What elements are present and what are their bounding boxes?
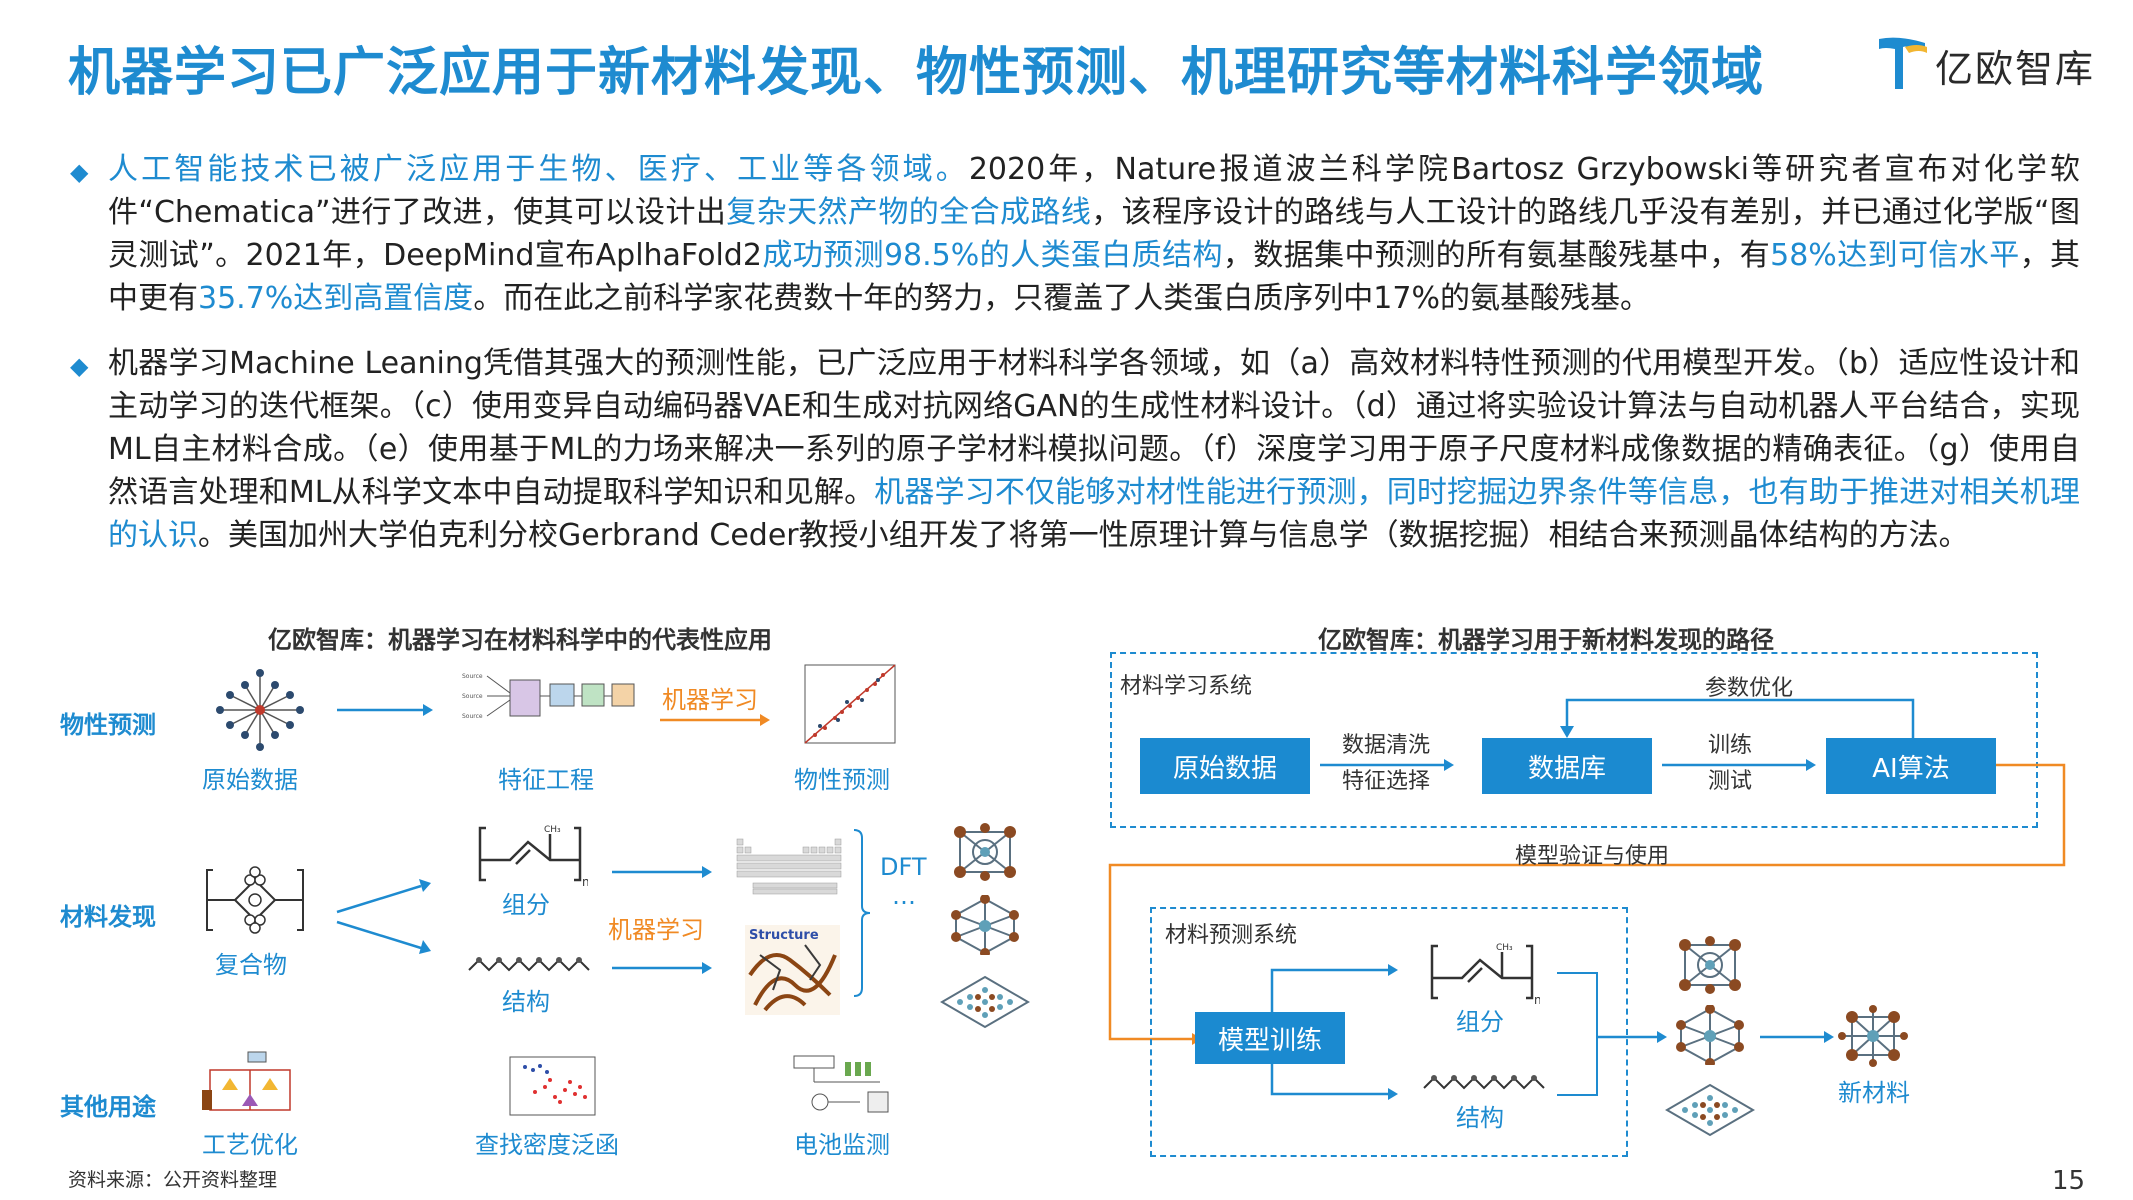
page-title: 机器学习已广泛应用于新材料发现、物性预测、机理研究等材料科学领域 <box>68 43 1765 103</box>
battery-monitor-icon <box>793 1055 889 1113</box>
prediction-system-label: 材料预测系统 <box>1165 923 1298 948</box>
right-caption-composition: 组分 <box>1456 1008 1504 1036</box>
param-opt-label: 参数优化 <box>1705 676 1794 701</box>
periodic-table-icon <box>736 838 842 895</box>
paragraph-1: 人工智能技术已被广泛应用于生物、医疗、工业等各领域。2020年，Nature报道… <box>108 152 2081 316</box>
split-arrows-icon <box>336 879 431 954</box>
crystal-2-icon <box>951 895 1019 955</box>
raw-data-graph-icon <box>216 669 304 751</box>
model-training-box: 模型训练 <box>1195 1012 1345 1064</box>
structure-chain-icon <box>1423 1075 1545 1090</box>
svg-text:CH₃: CH₃ <box>1496 943 1513 953</box>
dft-label: DFT <box>880 853 927 881</box>
caption-complex: 复合物 <box>215 951 287 979</box>
paragraph-2: 机器学习Machine Leaning凭借其强大的预测性能，已广泛应用于材料科学… <box>108 346 2080 553</box>
row-label-discovery: 材料发现 <box>60 903 156 931</box>
arrow-right-icon <box>1662 759 1816 771</box>
process-optimization-icon <box>202 1051 291 1111</box>
bullet-diamond-icon: ◆ <box>70 158 89 186</box>
svg-text:Source: Source <box>462 673 483 680</box>
svg-text:CH₃: CH₃ <box>544 825 561 835</box>
page-number: 15 <box>2052 1166 2086 1196</box>
clean-label: 数据清洗 <box>1342 733 1431 758</box>
arrow-right-icon <box>1760 1031 1834 1043</box>
ml-label-row2: 机器学习 <box>608 916 704 944</box>
model-validation-label: 模型验证与使用 <box>1515 844 1670 869</box>
crystal-2-icon <box>1676 1005 1744 1065</box>
density-functional-plot-icon <box>509 1056 596 1116</box>
caption-property-prediction: 物性预测 <box>794 766 890 794</box>
row-label-property: 物性预测 <box>60 711 156 739</box>
learning-system-label: 材料学习系统 <box>1120 674 1253 699</box>
yiou-logo-icon <box>1879 37 1927 89</box>
crystal-3-icon <box>940 975 1030 1029</box>
prediction-system-box <box>1150 907 1628 1157</box>
bracket-icon <box>853 829 871 997</box>
orange-arrow-icon <box>660 714 770 726</box>
caption-process: 工艺优化 <box>202 1131 298 1159</box>
caption-structure: 结构 <box>502 988 550 1016</box>
database-box: 数据库 <box>1482 738 1652 794</box>
property-prediction-scatter-icon <box>804 664 896 744</box>
svg-text:Source: Source <box>462 693 483 700</box>
composition-molecule-icon: CH₃ n <box>1430 943 1540 1007</box>
svg-text:Structure: Structure <box>749 928 819 943</box>
learning-system-box <box>1110 652 2038 828</box>
brand-name: 亿欧智库 <box>1935 47 2096 91</box>
arrow-right-icon <box>337 704 433 716</box>
merge-bracket-arrow <box>1557 972 1667 1096</box>
complex-polymer-icon: n <box>206 866 305 940</box>
svg-text:n: n <box>304 927 305 940</box>
feature-select-label: 特征选择 <box>1342 769 1431 794</box>
raw-data-box: 原始数据 <box>1140 738 1310 794</box>
dft-ellipsis: … <box>892 882 916 910</box>
caption-raw-data: 原始数据 <box>202 766 298 794</box>
train-label: 训练 <box>1708 733 1753 758</box>
ml-arrows-icon <box>612 866 712 974</box>
protein-structure-icon: Structure <box>745 925 840 1015</box>
caption-composition: 组分 <box>502 891 550 919</box>
svg-text:Source: Source <box>462 713 483 720</box>
caption-density: 查找密度泛函 <box>475 1131 619 1159</box>
left-diagram-title: 亿欧智库：机器学习在材料科学中的代表性应用 <box>268 626 772 654</box>
source-note: 资料来源：公开资料整理 <box>68 1169 278 1191</box>
feedback-loop-icon <box>1560 698 1915 738</box>
row-label-other: 其他用途 <box>60 1093 156 1121</box>
caption-new-material: 新材料 <box>1838 1079 1910 1107</box>
bullet-diamond-icon: ◆ <box>70 352 89 380</box>
training-branch-arrows <box>1270 964 1398 1100</box>
ml-label-row1: 机器学习 <box>662 686 758 714</box>
crystal-1-icon <box>1679 936 1741 994</box>
right-diagram-title: 亿欧智库：机器学习用于新材料发现的路径 <box>1318 626 1774 654</box>
composition-molecule-icon: CH₃ n <box>478 825 588 889</box>
crystal-1-icon <box>954 823 1016 881</box>
arrow-right-icon <box>1320 759 1454 771</box>
caption-battery: 电池监测 <box>794 1131 890 1159</box>
test-label: 测试 <box>1708 769 1753 794</box>
right-caption-structure: 结构 <box>1456 1104 1504 1132</box>
ai-algorithm-box: AI算法 <box>1826 738 1996 794</box>
svg-text:n: n <box>582 875 588 889</box>
svg-text:n: n <box>1534 993 1540 1007</box>
crystal-3-icon <box>1665 1083 1755 1137</box>
new-material-crystal-icon <box>1838 1005 1908 1067</box>
caption-feature-engineering: 特征工程 <box>498 766 594 794</box>
structure-chain-icon <box>468 957 590 972</box>
